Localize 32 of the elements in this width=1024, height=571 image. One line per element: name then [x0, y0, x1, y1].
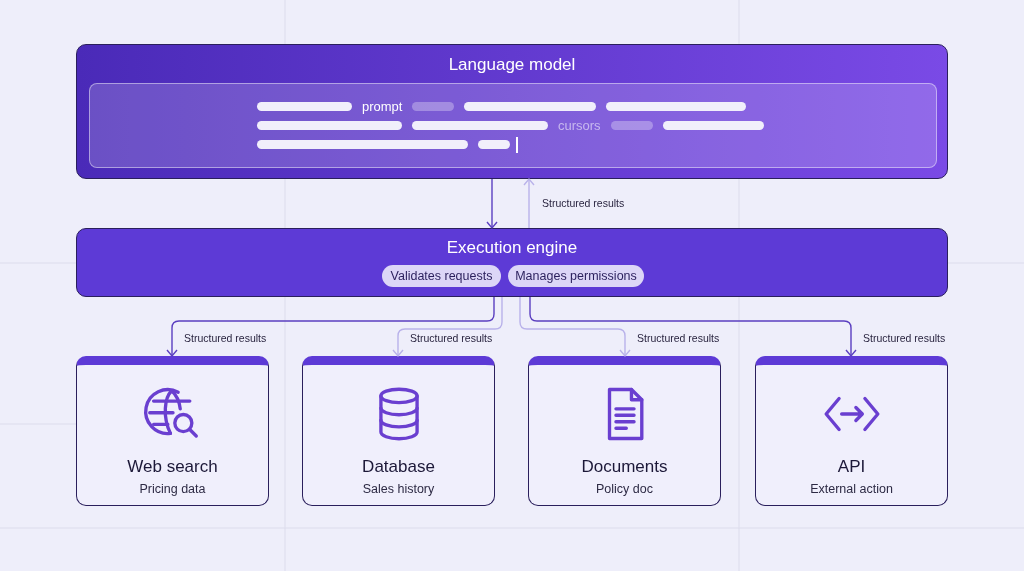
- card-title: Documents: [581, 457, 668, 477]
- edge-label: Structured results: [540, 197, 627, 209]
- card-subtitle: External action: [810, 482, 893, 496]
- card-subtitle: Sales history: [362, 482, 435, 496]
- box-title: Language model: [447, 55, 577, 75]
- model-box: [76, 44, 948, 179]
- tag-pill: Manages permissions: [508, 265, 644, 287]
- edge-label: Structured results: [408, 332, 495, 344]
- tool-card: [755, 356, 948, 506]
- card-subtitle: Pricing data: [139, 482, 206, 496]
- card-subtitle: Policy doc: [596, 482, 653, 496]
- arrow: [392, 296, 503, 357]
- engine-box: [76, 228, 948, 297]
- cursors-word: cursors: [558, 119, 601, 132]
- card-title: API: [837, 457, 866, 477]
- arrow: [529, 296, 857, 357]
- arrow: [166, 296, 495, 357]
- tool-card: [76, 356, 269, 506]
- edge-label: Structured results: [182, 332, 269, 344]
- tool-card: [528, 356, 721, 506]
- edge-label: Structured results: [635, 332, 722, 344]
- tool-card: [302, 356, 495, 506]
- arrow: [519, 296, 631, 357]
- prompt-word: prompt: [362, 100, 403, 113]
- card-title: Web search: [127, 457, 218, 477]
- box-title: Execution engine: [445, 238, 579, 258]
- edge-label: Structured results: [861, 332, 948, 344]
- card-title: Database: [362, 457, 435, 477]
- prompt-panel: [89, 83, 937, 168]
- tag-pill: Validates requests: [382, 265, 501, 287]
- arrow: [486, 178, 498, 229]
- arrow: [523, 178, 535, 229]
